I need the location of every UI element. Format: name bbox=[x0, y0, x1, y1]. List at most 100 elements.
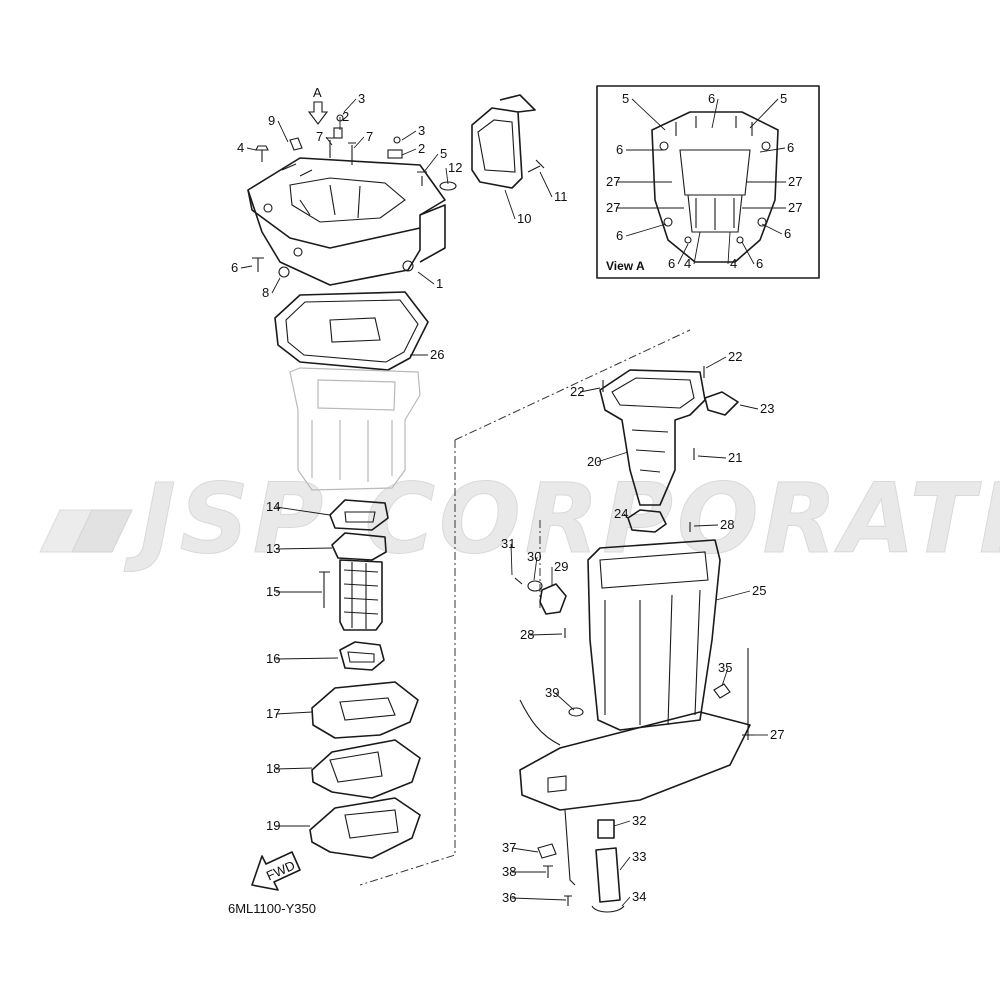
callout-v27b: 27 bbox=[788, 174, 802, 189]
leader-c5 bbox=[423, 153, 439, 173]
callout-c24: 24 bbox=[614, 506, 628, 521]
callout-c3b: 3 bbox=[418, 123, 425, 138]
callout-c33: 33 bbox=[632, 849, 646, 864]
callout-c6: 6 bbox=[231, 260, 238, 275]
callout-c39: 39 bbox=[545, 685, 559, 700]
callout-c28a: 28 bbox=[720, 517, 734, 532]
callout-c3a: 3 bbox=[358, 91, 365, 106]
callout-c4: 4 bbox=[237, 140, 244, 155]
callout-c11: 11 bbox=[554, 189, 568, 204]
callout-c13: 13 bbox=[266, 541, 280, 556]
leader-c7b bbox=[353, 136, 365, 149]
leader-c13 bbox=[275, 547, 333, 550]
leader-v6f bbox=[761, 223, 783, 235]
callout-c37: 37 bbox=[502, 840, 516, 855]
leader-c18 bbox=[275, 767, 313, 770]
callout-c20: 20 bbox=[587, 454, 601, 469]
callout-c7b: 7 bbox=[366, 129, 373, 144]
leader-c8 bbox=[271, 277, 281, 294]
callout-v4b: 4 bbox=[730, 256, 737, 271]
callout-c12: 12 bbox=[448, 160, 462, 175]
callout-v5a: 5 bbox=[622, 91, 629, 106]
callout-c10: 10 bbox=[517, 211, 531, 226]
callout-c9: 9 bbox=[268, 113, 275, 128]
leader-v6e bbox=[677, 243, 689, 265]
callout-c2b: 2 bbox=[418, 141, 425, 156]
callout-v6a: 6 bbox=[708, 91, 715, 106]
leader-c7a bbox=[325, 136, 333, 146]
callout-c26: 26 bbox=[430, 347, 444, 362]
exhaust-manifold-20 bbox=[599, 366, 739, 506]
leader-c2b bbox=[401, 148, 417, 156]
leader-v6a bbox=[711, 98, 719, 129]
leader-c30 bbox=[533, 556, 538, 581]
callout-c2a: 2 bbox=[342, 109, 349, 124]
callout-v4a: 4 bbox=[684, 256, 691, 271]
leader-c14 bbox=[275, 506, 331, 516]
callout-v5b: 5 bbox=[780, 91, 787, 106]
callout-v27a: 27 bbox=[606, 174, 620, 189]
leader-c12 bbox=[445, 167, 449, 185]
exhaust-stack bbox=[309, 499, 421, 859]
callout-c17: 17 bbox=[266, 706, 280, 721]
ghost-housing bbox=[289, 367, 421, 491]
leader-c11 bbox=[539, 171, 553, 198]
watermark-logo: JSP CORPORATION bbox=[39, 463, 1000, 576]
callout-c21: 21 bbox=[728, 450, 742, 465]
leader-c35 bbox=[721, 667, 729, 687]
leader-c16 bbox=[275, 657, 339, 660]
leader-v6c bbox=[759, 147, 786, 153]
callout-v6e: 6 bbox=[668, 256, 675, 271]
callout-c27: 27 bbox=[770, 727, 784, 742]
callout-c22a: 22 bbox=[728, 349, 742, 364]
leader-c23 bbox=[739, 404, 759, 410]
callout-c31: 31 bbox=[501, 536, 515, 551]
callout-c23: 23 bbox=[760, 401, 774, 416]
gasket-26 bbox=[274, 291, 429, 371]
view-a-arrow: A bbox=[307, 85, 329, 125]
inset-frame bbox=[596, 85, 820, 279]
leader-v4a bbox=[693, 231, 701, 265]
leader-c28a bbox=[693, 524, 719, 527]
callout-c25: 25 bbox=[752, 583, 766, 598]
seal-24 bbox=[564, 509, 691, 638]
leader-v5b bbox=[749, 98, 779, 129]
callout-v6f: 6 bbox=[784, 226, 791, 241]
leader-lines bbox=[240, 98, 786, 907]
watermark-text: JSP CORPORATION bbox=[124, 463, 1000, 575]
leader-c3b bbox=[401, 130, 417, 141]
callout-c34: 34 bbox=[632, 889, 646, 904]
leader-c10 bbox=[504, 189, 516, 220]
leader-c22a bbox=[705, 356, 727, 369]
leader-c33 bbox=[619, 856, 631, 871]
callout-v27d: 27 bbox=[788, 200, 802, 215]
leader-v6d bbox=[625, 223, 667, 237]
lower-small-parts bbox=[537, 809, 625, 913]
callout-v6c: 6 bbox=[787, 140, 794, 155]
leader-v4b bbox=[727, 231, 731, 265]
view-a-inset: View A bbox=[596, 85, 820, 279]
callout-v6g: 6 bbox=[756, 256, 763, 271]
callout-c35: 35 bbox=[718, 660, 732, 675]
callout-c36: 36 bbox=[502, 890, 516, 905]
fwd-arrow: FWD bbox=[251, 851, 301, 891]
leader-c25 bbox=[715, 590, 751, 601]
leader-c31 bbox=[510, 543, 513, 576]
leader-c28b bbox=[529, 633, 563, 636]
leader-v6g bbox=[741, 241, 755, 265]
leader-c20 bbox=[596, 451, 629, 463]
leader-c21 bbox=[697, 455, 727, 459]
leader-c39 bbox=[554, 692, 575, 711]
callout-c28b: 28 bbox=[520, 627, 534, 642]
callout-c38: 38 bbox=[502, 864, 516, 879]
inset-title: View A bbox=[606, 259, 645, 273]
leader-c24 bbox=[623, 513, 629, 519]
callout-c18: 18 bbox=[266, 761, 280, 776]
figure-code: 6ML1100-Y350 bbox=[228, 901, 316, 916]
callout-c30: 30 bbox=[527, 549, 541, 564]
leader-c22b bbox=[579, 387, 601, 393]
callout-c7a: 7 bbox=[316, 129, 323, 144]
apron-25 bbox=[514, 539, 754, 811]
